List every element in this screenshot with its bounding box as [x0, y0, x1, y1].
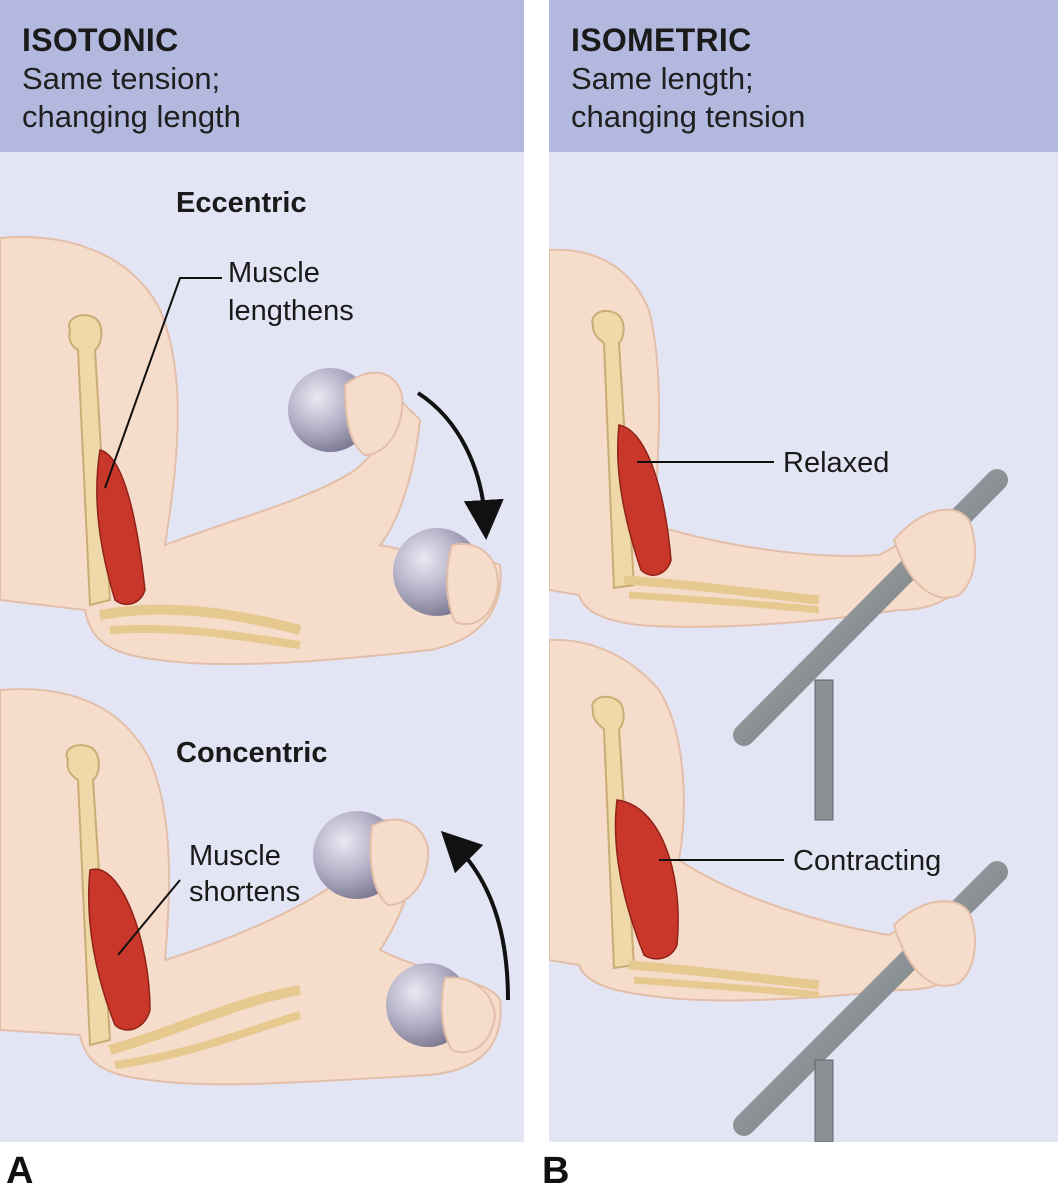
eccentric-callout-line2: lengthens	[228, 293, 354, 329]
concentric-label: Concentric	[176, 735, 327, 771]
upward-arrow	[455, 845, 508, 1000]
panel-b-letter: B	[542, 1150, 569, 1193]
eccentric-label: Eccentric	[176, 185, 307, 221]
downward-arrow	[418, 393, 485, 520]
relaxed-label: Relaxed	[783, 445, 889, 481]
concentric-callout-line2: shortens	[189, 874, 300, 910]
eccentric-callout-line1: Muscle	[228, 255, 320, 291]
bar-post-upper	[815, 680, 833, 820]
panel-a-letter: A	[6, 1150, 33, 1193]
isotonic-panel: ISOTONIC Same tension; changing length	[0, 0, 524, 1142]
isometric-panel: ISOMETRIC Same length; changing tension	[549, 0, 1058, 1142]
isometric-illustration	[549, 0, 1058, 1142]
bar-post-lower	[815, 1060, 833, 1142]
concentric-callout-line1: Muscle	[189, 838, 281, 874]
contracting-label: Contracting	[793, 843, 941, 879]
isotonic-illustration	[0, 0, 524, 1142]
